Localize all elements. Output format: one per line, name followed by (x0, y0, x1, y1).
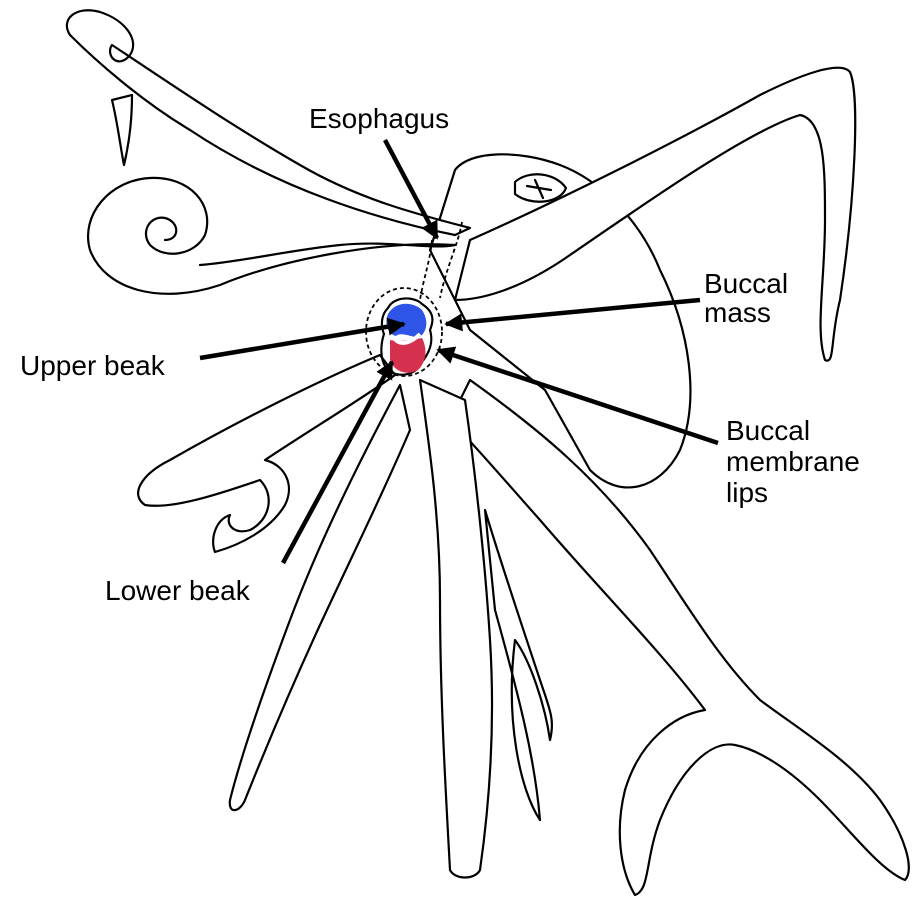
label-buccal-membrane-line3: lips (726, 477, 768, 508)
label-buccal-membrane-line1: Buccal (726, 415, 810, 446)
label-buccal-mass-line2: mass (704, 297, 771, 328)
arm-upper-left-tip (112, 95, 132, 165)
arm-lower-center-right (485, 510, 552, 820)
label-esophagus: Esophagus (309, 103, 449, 134)
arm-curled-left (88, 178, 455, 294)
label-buccal-membrane-line2: membrane (726, 446, 860, 477)
label-lower-beak: Lower beak (105, 575, 250, 606)
label-upper-beak: Upper beak (20, 350, 165, 381)
label-buccal-mass-line1: Buccal (704, 268, 788, 299)
upper-beak-pointer (200, 324, 404, 358)
upper-beak (386, 304, 426, 338)
